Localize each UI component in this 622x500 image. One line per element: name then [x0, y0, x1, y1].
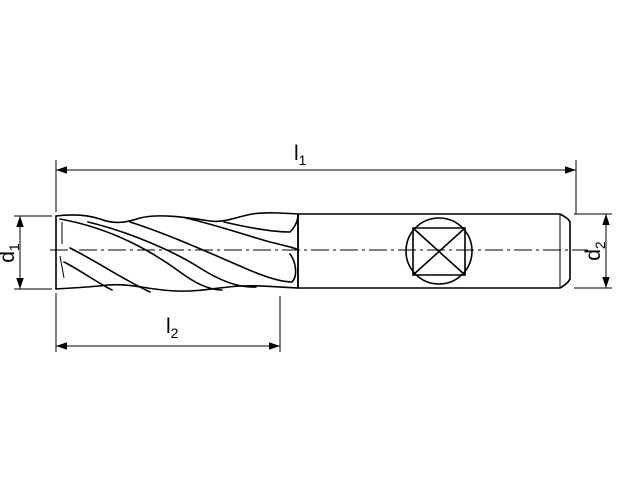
- flute-section: [55, 212, 299, 293]
- flute-helix-6: [185, 217, 299, 251]
- flute-top-edge: [55, 212, 299, 224]
- flute-helix-4: [63, 261, 113, 291]
- flute-helix-1: [59, 218, 223, 291]
- overall-length-label: l1: [294, 142, 307, 168]
- flute-helix-3: [129, 221, 297, 283]
- clamping-flat-circle: [405, 217, 473, 285]
- clamping-flat-square: [412, 227, 466, 276]
- flute-bottom-edge: [55, 283, 299, 292]
- shank-diameter-label: d2: [582, 241, 608, 261]
- shank: [297, 213, 571, 289]
- flute-length-label: l2: [166, 315, 179, 341]
- flute-helix-2: [87, 221, 257, 288]
- flute-helix-7: [223, 213, 299, 233]
- cutting-diameter-label: d1: [0, 243, 22, 263]
- flute-helix-5: [69, 247, 151, 293]
- clamping-flat-diagonal-2: [412, 227, 466, 276]
- extension-lines: [14, 160, 612, 352]
- shank-outline: [297, 213, 571, 289]
- cutting-face-detail: [59, 222, 65, 279]
